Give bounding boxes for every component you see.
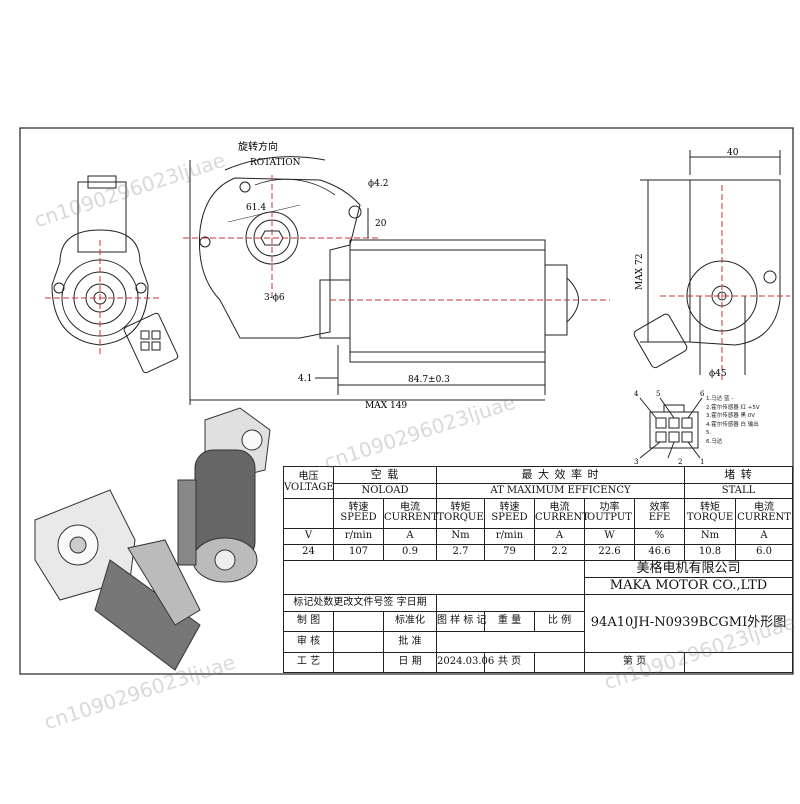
sheet-border — [19, 127, 794, 675]
dim-84-7: 84.7±0.3 — [408, 375, 450, 385]
unit-2: A — [383, 527, 437, 545]
gongyi-blank — [333, 651, 384, 674]
unit-6: W — [584, 527, 635, 545]
blank-pages — [534, 651, 585, 674]
unit-5: A — [534, 527, 585, 545]
pizhun-label: 批 准 — [383, 631, 437, 653]
tuyang-label: 图 样 标 记 — [436, 611, 487, 633]
rotation-arrow — [224, 156, 326, 171]
rev-blank — [436, 593, 585, 613]
zhitu-blank — [333, 611, 384, 633]
dim-40: 40 — [727, 148, 739, 158]
note-4: 4.霍尔传感器 白 输出 — [706, 421, 759, 428]
note-5: 5. — [706, 430, 712, 436]
pin-label-1: 1 — [700, 458, 704, 466]
gongyi-label: 工 艺 — [283, 651, 334, 674]
maxeff-en: AT MAXIMUM EFFICENCY — [435, 483, 686, 499]
dim-max-149: MAX 149 — [365, 401, 407, 411]
rotation-en: ROTATION — [250, 158, 301, 168]
val-6: 22.6 — [584, 543, 635, 561]
date-value: 2024.03.06 — [436, 651, 494, 674]
page-number: 第 页 — [583, 651, 686, 674]
center-side-view — [183, 160, 610, 405]
revision-row: 标记处数更改文件号签 字日期 — [283, 593, 437, 613]
maxeff-cn: 最 大 效 率 时 — [435, 465, 686, 485]
shenhe-label: 审 核 — [283, 631, 334, 653]
dim-4-1: 4.1 — [298, 374, 312, 384]
note-1: 1.马达 蓝 - — [706, 396, 734, 402]
stall-en: STALL — [684, 483, 794, 499]
pizhun-blank — [436, 631, 585, 653]
unit-3: Nm — [436, 527, 485, 545]
val-9: 6.0 — [735, 543, 794, 561]
val-7: 46.6 — [633, 543, 686, 561]
pin-label-6: 6 — [700, 390, 705, 398]
pin-label-4: 4 — [634, 390, 639, 398]
wiring-notes: 1.马达 蓝 - 2.霍尔传感器 红 +5V 3.霍尔传感器 黑 0V 4.霍尔… — [706, 395, 796, 446]
val-2: 0.9 — [383, 543, 437, 561]
val-5: 2.2 — [534, 543, 585, 561]
part-number: 94A10JH-N0939BCGMI外形图 — [583, 594, 794, 653]
right-end-view — [633, 150, 790, 380]
empty-block — [283, 559, 585, 596]
page-blank — [684, 651, 794, 674]
rotation-cn: 旋转方向 — [238, 140, 278, 153]
noload-en: NOLOAD — [333, 483, 437, 499]
dim-20: 20 — [375, 219, 387, 229]
dim-phi42: ϕ4.2 — [368, 179, 388, 189]
unit-7: % — [633, 527, 686, 545]
pin-label-3: 3 — [634, 458, 638, 466]
val-8: 10.8 — [684, 543, 737, 561]
date-label: 日 期 — [383, 651, 437, 674]
note-2: 2.霍尔传感器 红 +5V — [706, 404, 760, 411]
scale-label: 比 例 — [534, 611, 585, 633]
left-end-view — [45, 175, 179, 374]
val-1: 107 — [333, 543, 384, 561]
unit-1: r/min — [333, 527, 384, 545]
dim-61-4: 61.4 — [246, 203, 266, 213]
dim-phi45: ϕ45 — [709, 369, 727, 379]
note-6: 6.马达 — [706, 438, 723, 445]
dim-3phi6: 3-ϕ6 — [264, 293, 285, 303]
val-3: 2.7 — [436, 543, 485, 561]
connector-pinout — [639, 397, 703, 459]
dim-max-72: MAX 72 — [635, 254, 645, 290]
company-cn: 美格电机有限公司 — [583, 559, 794, 578]
product-image-left — [34, 489, 201, 671]
zhitu-label: 制 图 — [283, 611, 334, 633]
standard-label: 标准化 — [383, 611, 437, 633]
val-4: 79 — [484, 543, 535, 561]
weight-label: 重 量 — [484, 611, 535, 633]
note-3: 3.霍尔传感器 黑 0V — [706, 413, 756, 419]
pin-label-2: 2 — [678, 458, 682, 466]
unit-8: Nm — [684, 527, 737, 545]
unit-0: V — [283, 527, 334, 545]
pin-label-5: 5 — [656, 390, 660, 398]
noload-cn: 空 载 — [333, 465, 437, 485]
shenhe-blank — [333, 631, 384, 653]
val-0: 24 — [283, 543, 334, 561]
unit-4: r/min — [484, 527, 535, 545]
blank-cell — [283, 498, 334, 529]
company-en: MAKA MOTOR CO.,LTD — [583, 576, 794, 596]
stall-cn: 堵 转 — [684, 465, 794, 485]
unit-9: A — [735, 527, 794, 545]
product-image-right — [177, 407, 271, 583]
